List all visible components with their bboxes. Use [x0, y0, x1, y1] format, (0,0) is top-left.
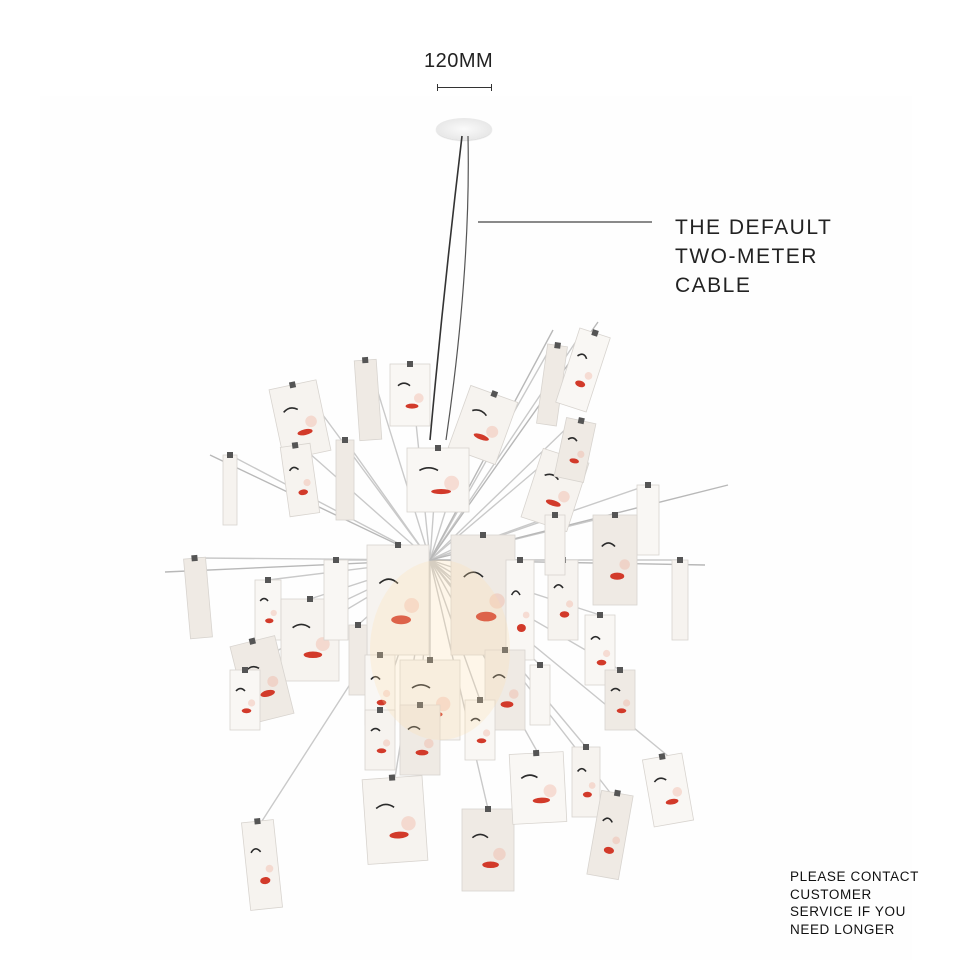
photo-card [604, 667, 636, 731]
wire-spoke [209, 454, 431, 561]
photo-cards [183, 327, 695, 911]
photo-card [353, 356, 383, 442]
suspension-cable [445, 135, 469, 441]
photo-card [335, 437, 355, 521]
photo-card [399, 702, 441, 776]
photo-card [641, 752, 695, 828]
wire-spoke [299, 444, 431, 561]
photo-card [406, 445, 470, 513]
dimension-bar [437, 84, 492, 91]
photo-card [508, 749, 568, 825]
photo-card [364, 707, 396, 771]
photo-card [348, 622, 368, 696]
photo-card [505, 557, 535, 661]
photo-card [464, 697, 496, 761]
ceiling-canopy [436, 118, 492, 140]
dimension-label: 120MM [424, 50, 494, 72]
photo-card [586, 789, 634, 881]
photo-card [450, 532, 516, 656]
photo-card [361, 774, 429, 865]
photo-card [241, 817, 283, 911]
photo-card [553, 417, 597, 483]
photo-card [555, 327, 611, 413]
photo-card [183, 554, 213, 640]
photo-card [323, 557, 349, 641]
wire-spoke [344, 439, 431, 561]
cable-callout-text: THE DEFAULT TWO-METER CABLE [675, 216, 833, 297]
photo-card [571, 744, 601, 818]
photo-card [461, 806, 515, 892]
photo-card [389, 361, 431, 427]
photo-card [529, 662, 551, 726]
customer-service-note: PLEASE CONTACT CUSTOMER SERVICE IF YOU N… [790, 869, 919, 937]
photo-card [671, 557, 689, 641]
photo-card [636, 482, 660, 556]
photo-card [222, 452, 238, 526]
photo-card [544, 512, 566, 576]
light-glow [370, 560, 510, 740]
photo-card [447, 384, 519, 466]
photo-card [592, 512, 638, 606]
suspension-cable [429, 135, 463, 441]
photo-card [279, 441, 321, 518]
photo-card [254, 577, 282, 641]
photo-card [229, 667, 261, 731]
photo-card [366, 542, 430, 656]
